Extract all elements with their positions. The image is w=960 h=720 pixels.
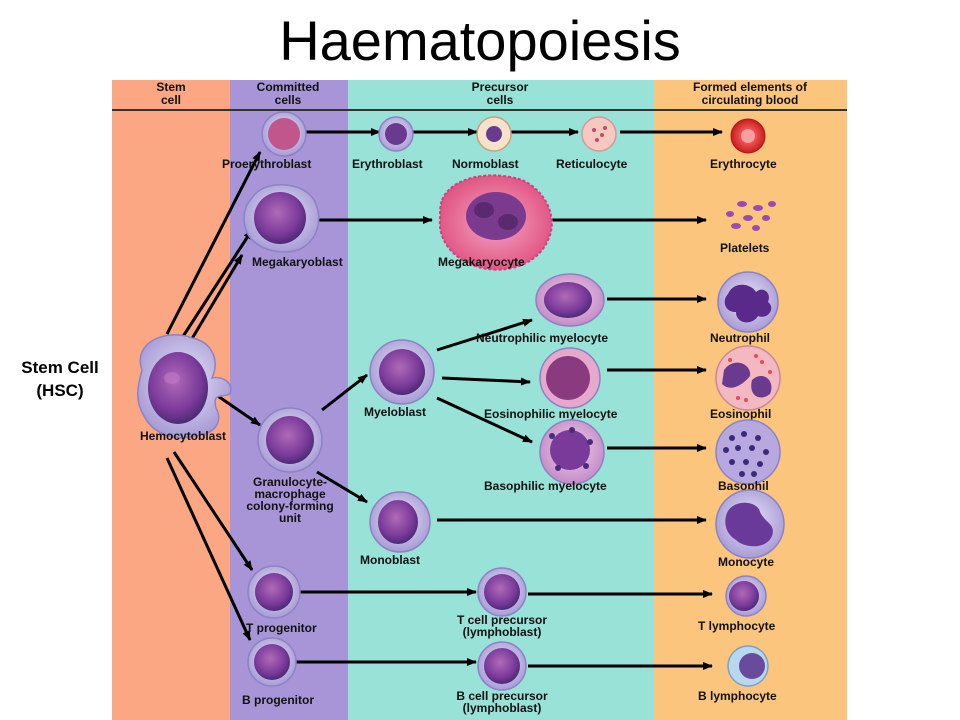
column-header-line2: cell (161, 93, 181, 107)
cell-platelets (726, 201, 776, 231)
cell-t-progenitor (247, 565, 301, 619)
side-label-line2: (HSC) (36, 381, 84, 400)
label-hemocytoblast: Hemocytoblast (140, 429, 226, 443)
label-reticulocyte: Reticulocyte (556, 157, 628, 171)
label-neutrophil: Neutrophil (710, 331, 770, 345)
label-megakaryoblast: Megakaryoblast (252, 255, 343, 269)
cell-proerythroblast (261, 111, 307, 157)
label-erythrocyte: Erythrocyte (710, 157, 777, 171)
cell-neutrophil (717, 271, 779, 333)
cell-neutrophilic-myelocyte (535, 273, 605, 327)
label-t-precursor-line1: T cell precursor (457, 613, 547, 627)
column-header-line2: cells (487, 93, 514, 107)
arrow-hsc-to-gmcfu (211, 390, 261, 427)
column-header-line1: Stem (156, 80, 185, 94)
haematopoiesis-diagram: Stem cell Committed cells Precursor cell… (112, 80, 847, 720)
column-header-line1: Precursor (472, 80, 529, 94)
cell-t-precursor (477, 567, 527, 617)
label-eosinophil: Eosinophil (710, 407, 771, 421)
label-normoblast: Normoblast (452, 157, 519, 171)
label-erythroblast: Erythroblast (352, 157, 423, 171)
column-header-line1: Formed elements of (693, 80, 808, 94)
cell-eosinophilic-myelocyte (539, 347, 601, 409)
label-gm-cfu-line3: colony-forming (246, 499, 333, 513)
label-b-lymphocyte: B lymphocyte (698, 689, 777, 703)
label-gm-cfu-line4: unit (279, 511, 301, 525)
label-t-lymphocyte: T lymphocyte (698, 619, 776, 633)
cell-t-lymphocyte (725, 575, 767, 617)
cell-hemocytoblast (137, 334, 232, 439)
label-basophilic-myelocyte: Basophilic myelocyte (484, 479, 607, 493)
column-header-stem: Stem cell (156, 80, 185, 107)
column-header-line1: Committed (257, 80, 320, 94)
arrow-hsc-to-t-progenitor (172, 451, 254, 571)
arrow-hsc-to-megakaryoblast-2 (188, 254, 244, 343)
cell-monoblast (369, 491, 431, 553)
cell-erythroblast (378, 116, 414, 152)
cell-reticulocyte (581, 116, 617, 152)
cell-monocyte (715, 489, 785, 559)
label-megakaryocyte: Megakaryocyte (438, 255, 525, 269)
label-b-progenitor: B progenitor (242, 693, 314, 707)
column-header-formed: Formed elements of circulating blood (693, 80, 808, 107)
label-basophil: Basophil (718, 479, 769, 493)
arrow-myeloblast-to-eosinophilic-myelocyte (441, 376, 531, 386)
label-proerythroblast: Proerythroblast (222, 157, 311, 171)
cell-b-progenitor (247, 637, 297, 687)
label-t-progenitor: T progenitor (246, 621, 317, 635)
cell-eosinophil (715, 345, 781, 411)
label-monoblast: Monoblast (360, 553, 420, 567)
cell-basophil (715, 419, 781, 485)
label-neutrophilic-myelocyte: Neutrophilic myelocyte (476, 331, 608, 345)
cell-basophilic-myelocyte (539, 419, 605, 485)
arrow-myeloblast-to-basophilic-myelocyte (436, 396, 533, 444)
label-monocyte: Monocyte (718, 555, 774, 569)
arrow-gmcfu-to-myeloblast (321, 373, 368, 412)
arrow-hsc-to-b-progenitor (165, 457, 252, 641)
label-t-precursor-line2: (lymphoblast) (463, 625, 542, 639)
cell-b-precursor (477, 641, 527, 691)
arrow-myeloblast-to-neutrophilic-myelocyte (436, 318, 533, 352)
label-b-precursor-line2: (lymphoblast) (463, 701, 542, 715)
column-header-line2: cells (275, 93, 302, 107)
label-gm-cfu-line1: Granulocyte- (253, 475, 327, 489)
side-label-stem-cell: Stem Cell (HSC) (0, 356, 120, 402)
column-header-committed: Committed cells (257, 80, 320, 107)
arrow-hsc-to-megakaryoblast (180, 229, 254, 339)
arrows (165, 128, 723, 670)
cell-erythrocyte (730, 118, 766, 154)
arrow-gmcfu-to-monoblast (316, 470, 368, 504)
cell-b-lymphocyte (727, 645, 769, 687)
cell-normoblast (476, 116, 512, 152)
column-header-line2: circulating blood (702, 93, 799, 107)
side-label-line1: Stem Cell (21, 358, 99, 377)
cell-myeloblast (369, 339, 435, 405)
cell-megakaryocyte (438, 174, 553, 271)
arrow-hsc-to-proerythroblast (165, 151, 262, 335)
page-title: Haematopoiesis (279, 9, 681, 72)
label-eosinophilic-myelocyte: Eosinophilic myelocyte (484, 407, 618, 421)
label-platelets: Platelets (720, 241, 770, 255)
cell-gm-cfu (257, 407, 323, 473)
label-myeloblast: Myeloblast (364, 405, 426, 419)
cell-megakaryoblast (243, 184, 320, 253)
label-b-precursor-line1: B cell precursor (456, 689, 548, 703)
column-header-precursor: Precursor cells (472, 80, 529, 107)
label-gm-cfu-line2: macrophage (254, 487, 326, 501)
